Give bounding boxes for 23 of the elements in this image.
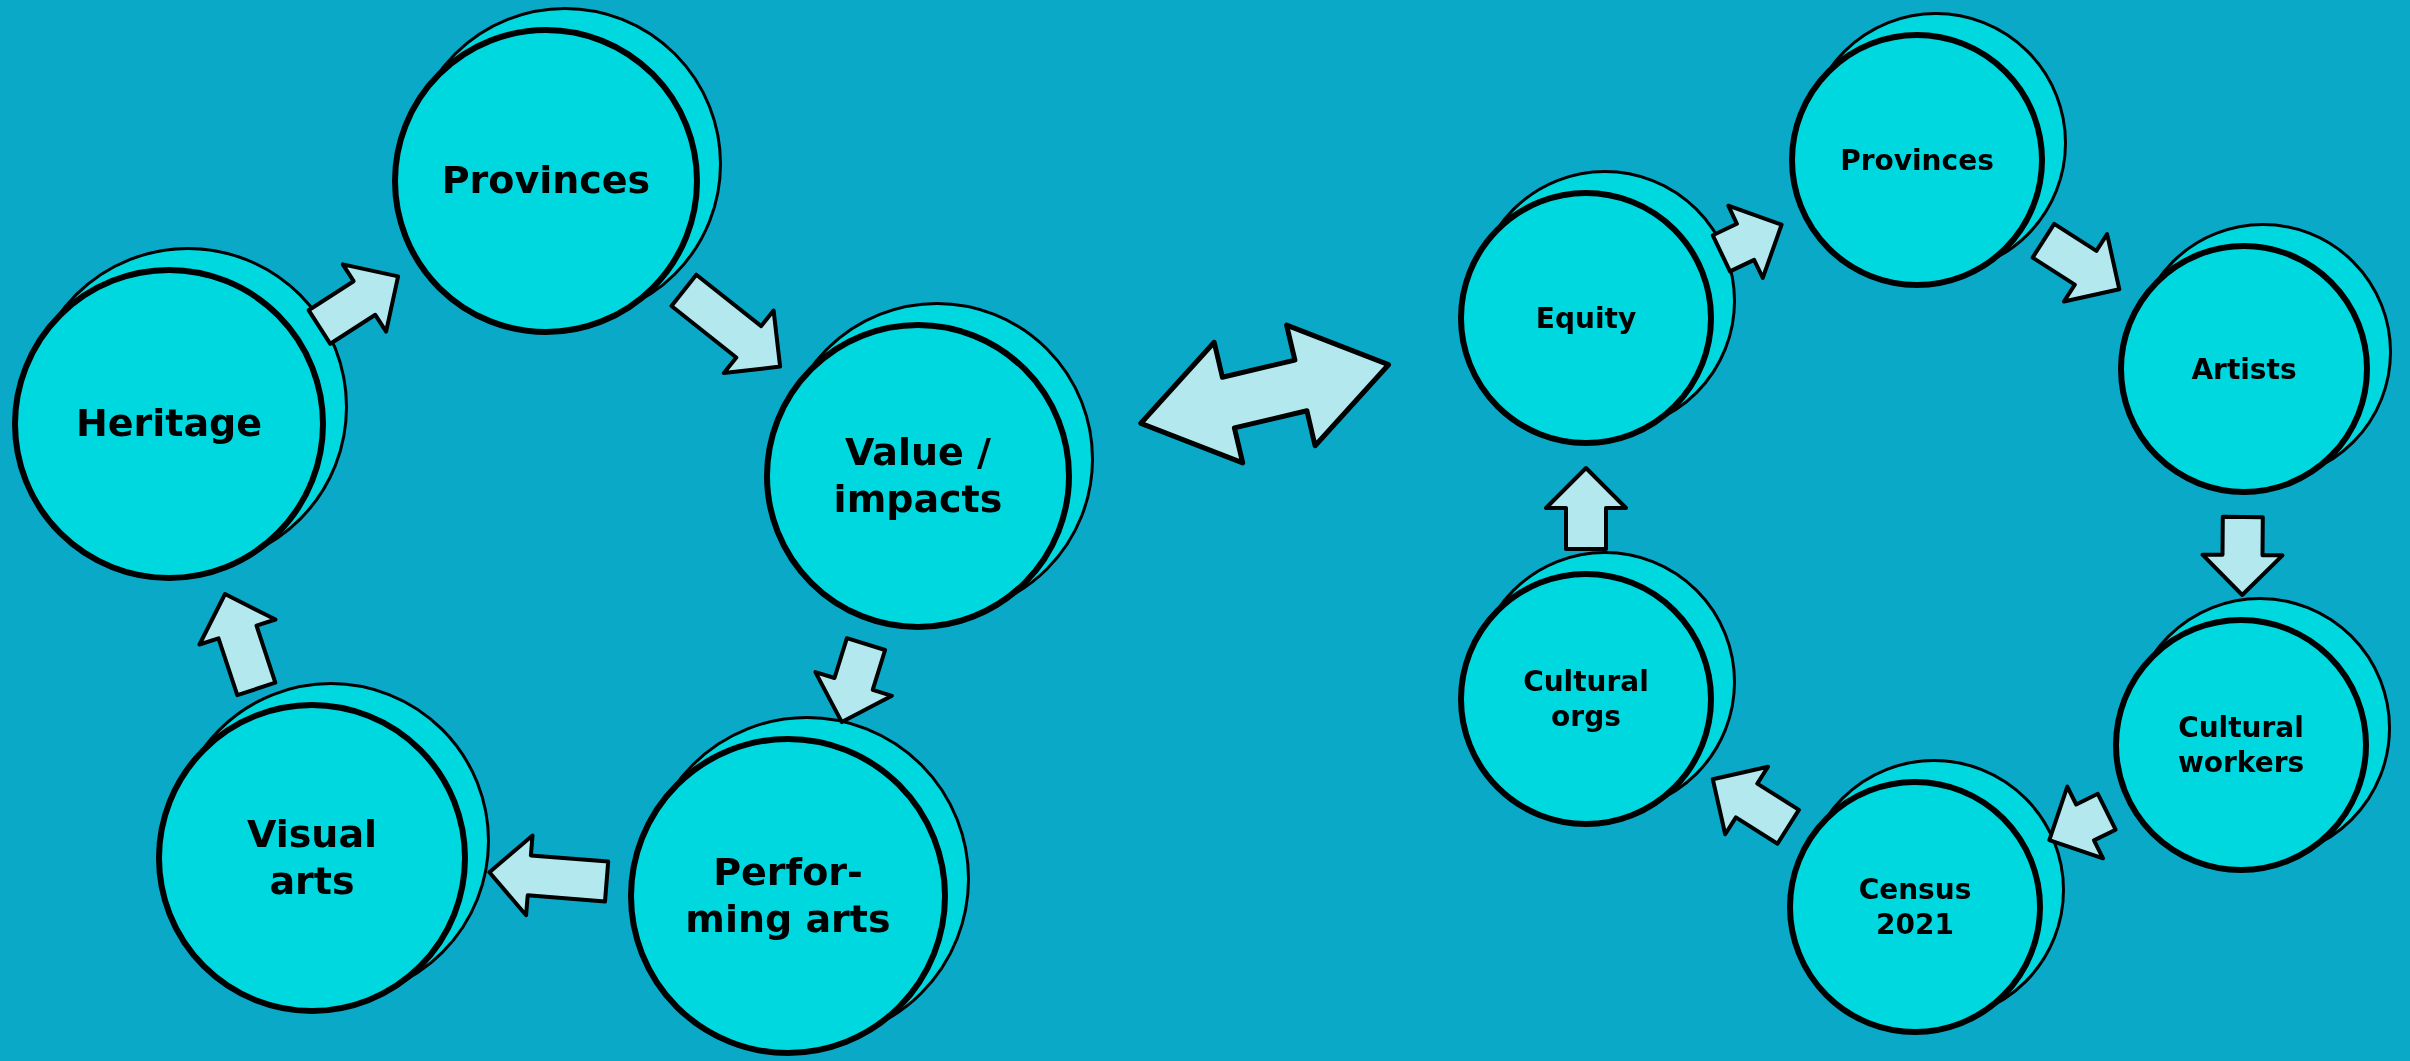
block-arrow [487,833,611,918]
node-label: Census 2021 [1857,872,1973,942]
block-arrow [813,636,894,725]
block-arrow [2030,221,2122,304]
block-arrow [2200,514,2285,597]
node-label: Heritage [75,400,263,448]
node-label: Visual arts [245,810,379,905]
block-arrow [2047,784,2118,861]
block-arrow [197,592,278,698]
node-label: Provinces [1840,142,1994,178]
node-label: Equity [1535,300,1637,336]
node-label: Provinces [441,157,651,205]
block-arrow [306,262,401,346]
block-arrow [1544,466,1628,551]
node-label: Cultural workers [2176,710,2306,780]
node-label: Artists [2191,351,2297,387]
block-arrow [669,272,783,376]
node-label: Cultural orgs [1522,664,1650,734]
node-label: Value / impacts [832,428,1004,523]
block-arrow [1710,203,1784,280]
block-arrow [1710,764,1801,846]
node-label: Perfor- ming arts [684,848,892,943]
block-arrow [1138,322,1391,466]
